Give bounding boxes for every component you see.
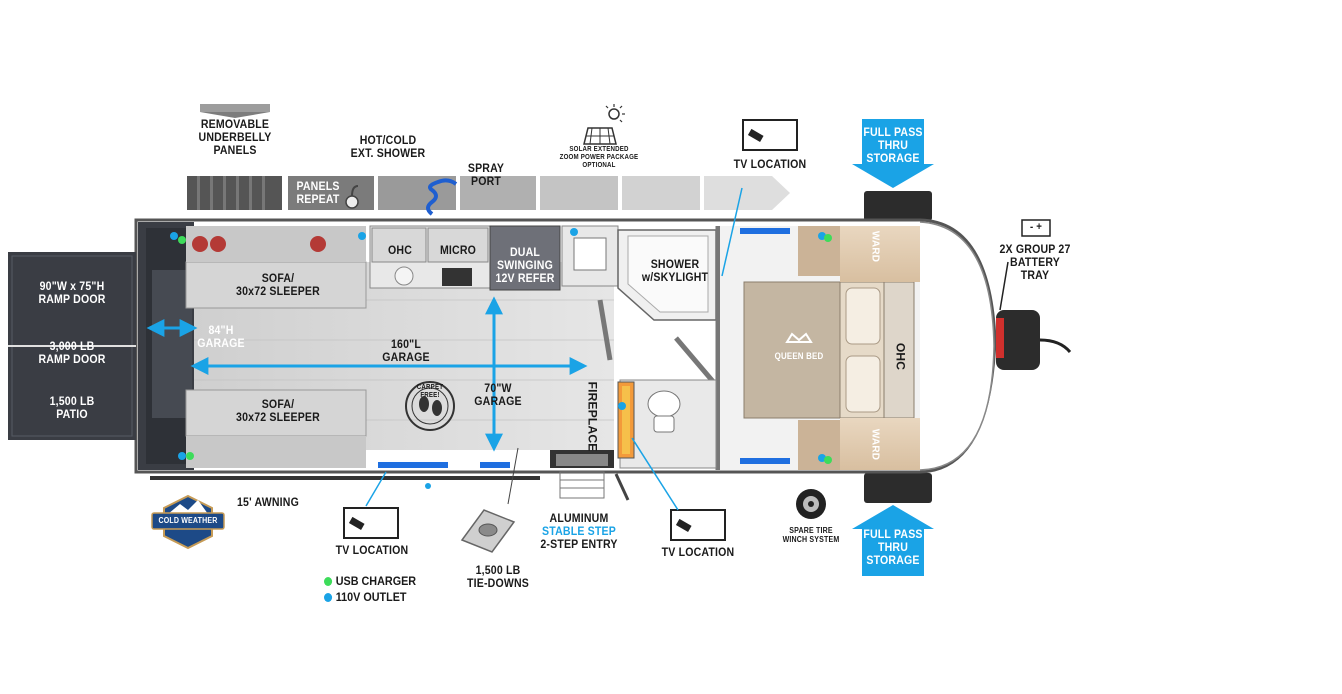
solar-panel-icon (583, 104, 625, 145)
stable-step-label: STABLE STEP (542, 524, 616, 538)
cold-weather-badge-icon (151, 494, 225, 550)
dimension-arrows (146, 296, 588, 452)
full-pass-arrow-bottom (852, 505, 934, 576)
battery-tray-label: 2X GROUP 27 BATTERY TRAY (999, 242, 1071, 282)
fireplace-label: FIREPLACE (585, 381, 600, 452)
shower-label: SHOWER w/SKYLIGHT (641, 257, 709, 284)
garage-length-label: 160"L GARAGE (382, 337, 430, 364)
legend-outlet-label: 110V OUTLET (335, 590, 407, 604)
tv-icon-top (742, 119, 798, 151)
hot-cold-shower-label: HOT/COLD EXT. SHOWER (350, 133, 426, 160)
full-pass-bottom-label: FULL PASS THRU STORAGE (863, 527, 923, 567)
carpet-free-icon (405, 381, 455, 431)
power-outlets (170, 228, 832, 464)
patio-label: 1,500 LB PATIO (49, 394, 95, 421)
underbelly-arrow-icon (200, 104, 270, 118)
tv-icon-bottom-left (343, 507, 399, 539)
sofa-bottom-label: SOFA/ 30x72 SLEEPER (236, 397, 320, 424)
full-pass-top-label: FULL PASS THRU STORAGE (863, 125, 923, 165)
solar-label: SOLAR EXTENDED ZOOM POWER PACKAGE OPTION… (559, 146, 639, 169)
legend-usb: USB CHARGER (324, 574, 416, 588)
battery-symbol-label: - + (1029, 221, 1043, 233)
legend-outlet: 110V OUTLET (324, 590, 407, 604)
spare-tire-icon (796, 489, 826, 519)
spare-tire-label: SPARE TIRE WINCH SYSTEM (782, 526, 840, 544)
ohc-bedroom-label: OHC (893, 342, 908, 371)
garage-width-label: 70"W GARAGE (474, 381, 522, 408)
micro-label: MICRO (439, 243, 477, 257)
tv-location-bottom-left-label: TV LOCATION (335, 543, 409, 557)
ohc-kitchen-label: OHC (387, 243, 413, 257)
ramp-door-weight-label: 3,000 LB RAMP DOOR (38, 339, 106, 366)
shower-hose-icon (345, 178, 458, 216)
legend-usb-label: USB CHARGER (335, 574, 417, 588)
spray-port-label: SPRAY PORT (467, 161, 505, 188)
ward-bottom-label: WARD (869, 428, 881, 461)
dual-refer-label: DUAL SWINGING 12V REFER (495, 245, 555, 285)
aluminum-label: ALUMINUM (549, 511, 609, 525)
ward-top-label: WARD (869, 230, 881, 263)
awning-label: 15' AWNING (237, 495, 299, 509)
tie-downs-label: 1,500 LB TIE-DOWNS (466, 563, 530, 590)
sofa-top-label: SOFA/ 30x72 SLEEPER (236, 271, 320, 298)
two-step-entry-label: 2-STEP ENTRY (540, 537, 618, 551)
garage-height-label: 84"H GARAGE (197, 323, 245, 350)
outlet-dot-icon (324, 593, 333, 602)
tv-icon-bottom-right (670, 509, 726, 541)
queen-bed-label: QUEEN BED (774, 351, 824, 361)
tv-location-bottom-right-label: TV LOCATION (661, 545, 735, 559)
removable-underbelly-label: REMOVABLE UNDERBELLY PANELS (198, 117, 272, 157)
ramp-door (8, 252, 136, 440)
ramp-door-size-label: 90"W x 75"H RAMP DOOR (38, 279, 106, 306)
usb-dot-icon (324, 577, 333, 586)
tie-down-icon (460, 447, 519, 553)
full-pass-arrow-top (852, 119, 934, 188)
cold-weather-label: COLD WEATHER (158, 516, 218, 525)
tv-location-top-label: TV LOCATION (733, 157, 807, 171)
panels-repeat-label: PANELS REPEAT (296, 179, 340, 206)
carpet-free-label: CARPET FREE! (416, 384, 444, 399)
